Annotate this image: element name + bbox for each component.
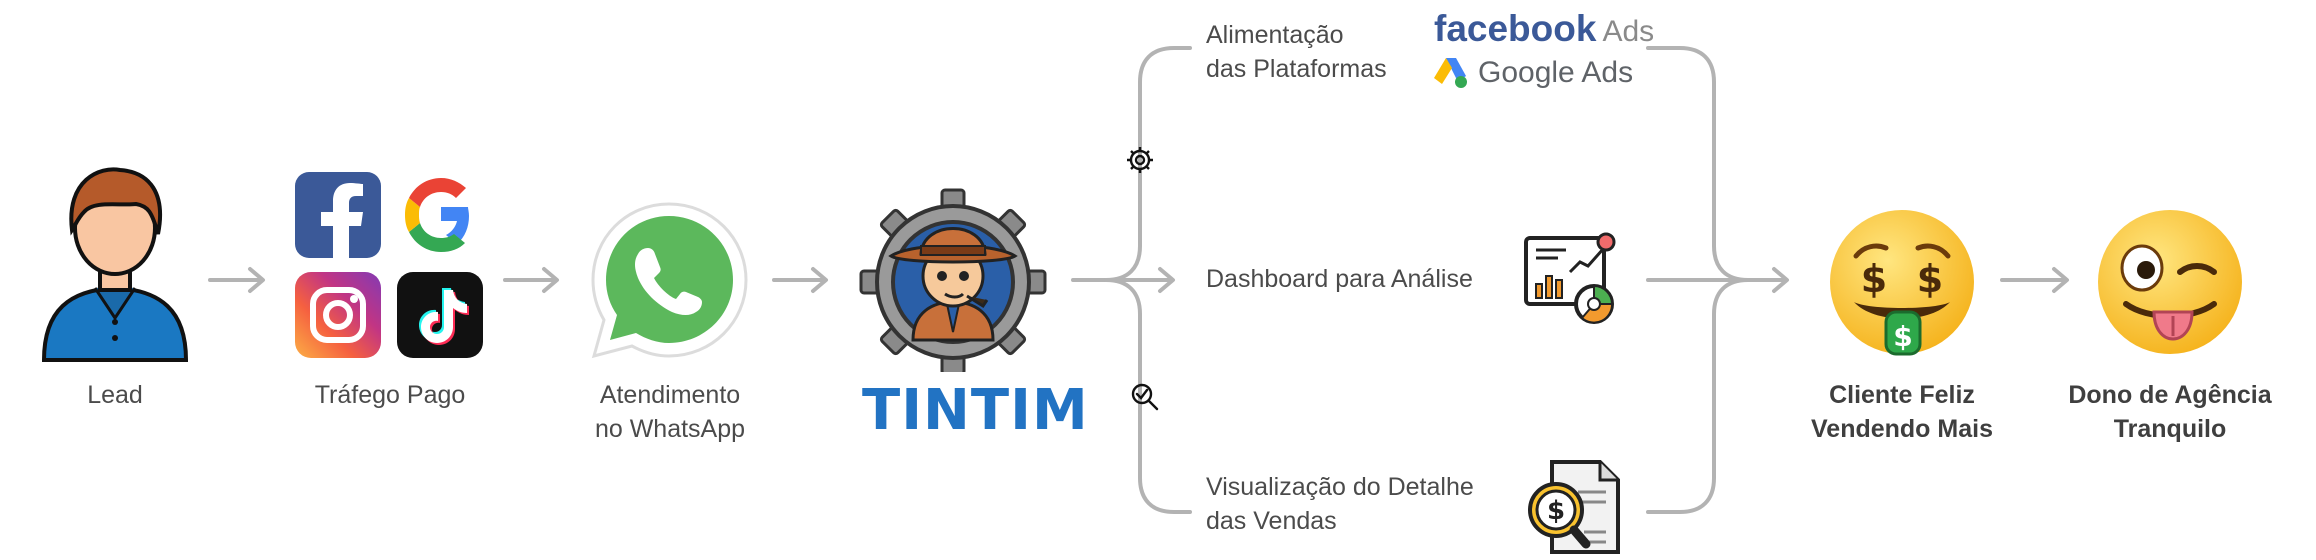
magnifier-check-icon	[1130, 382, 1160, 412]
facebook-ads-word: Ads	[1602, 15, 1655, 48]
arrow-cliente-dono	[2000, 267, 2069, 293]
facebook-icon	[295, 172, 381, 258]
dashboard-chart-icon	[1522, 228, 1622, 328]
merge-middle	[1646, 267, 1789, 293]
branch-tintim-bottom	[1104, 278, 1192, 514]
gear-icon	[1125, 145, 1155, 175]
tintim-logo	[858, 182, 1048, 372]
tiktok-icon	[397, 272, 483, 358]
ads-icons-grid	[295, 172, 485, 358]
merge-bottom	[1646, 278, 1750, 514]
label-atendimento-2: no WhatsApp	[594, 415, 746, 443]
google-ads-wordmark: Google Ads	[1478, 56, 1634, 89]
label-dashboard: Dashboard para Análise	[1206, 265, 1473, 293]
label-trafego: Tráfego Pago	[314, 381, 466, 409]
person-icon	[41, 167, 189, 362]
svg-text:$: $	[1893, 320, 1912, 353]
money-mouth-face-emoji: $ $ $	[1824, 208, 1980, 364]
svg-text:$: $	[1861, 257, 1887, 301]
label-atendimento-1: Atendimento	[599, 381, 741, 409]
arrow-whatsapp-tintim	[772, 267, 828, 293]
label-cliente-1: Cliente Feliz	[1829, 381, 1975, 409]
winking-tongue-face-emoji	[2092, 208, 2248, 364]
whatsapp-icon	[591, 202, 748, 359]
lead-node	[40, 160, 190, 370]
facebook-wordmark: facebook	[1434, 8, 1597, 49]
branch-tintim-middle	[1104, 267, 1175, 293]
tintim-detective-logo	[859, 188, 1047, 372]
label-visualizacao-1: Visualização do Detalhe	[1206, 473, 1474, 501]
svg-text:$: $	[1547, 496, 1565, 526]
label-visualizacao-2: das Vendas	[1206, 507, 1337, 535]
tintim-wordmark: TINTIM	[862, 378, 1089, 443]
label-lead: Lead	[87, 381, 143, 409]
google-ads-icon	[1432, 54, 1468, 90]
google-icon	[405, 178, 469, 252]
label-alimentacao-2: das Plataformas	[1206, 55, 1387, 83]
merge-top	[1646, 46, 1750, 282]
document-dollar-search-icon: $	[1522, 458, 1624, 558]
label-cliente-2: Vendendo Mais	[1811, 415, 1993, 443]
label-alimentacao-1: Alimentação	[1206, 21, 1344, 49]
instagram-icon	[295, 272, 381, 358]
whatsapp-node	[586, 198, 752, 364]
label-dono-1: Dono de Agência	[2068, 381, 2272, 409]
arrow-trafego-whatsapp	[503, 267, 559, 293]
arrow-lead-trafego	[208, 267, 265, 293]
svg-text:$: $	[1917, 257, 1943, 301]
label-dono-2: Tranquilo	[2113, 415, 2227, 443]
